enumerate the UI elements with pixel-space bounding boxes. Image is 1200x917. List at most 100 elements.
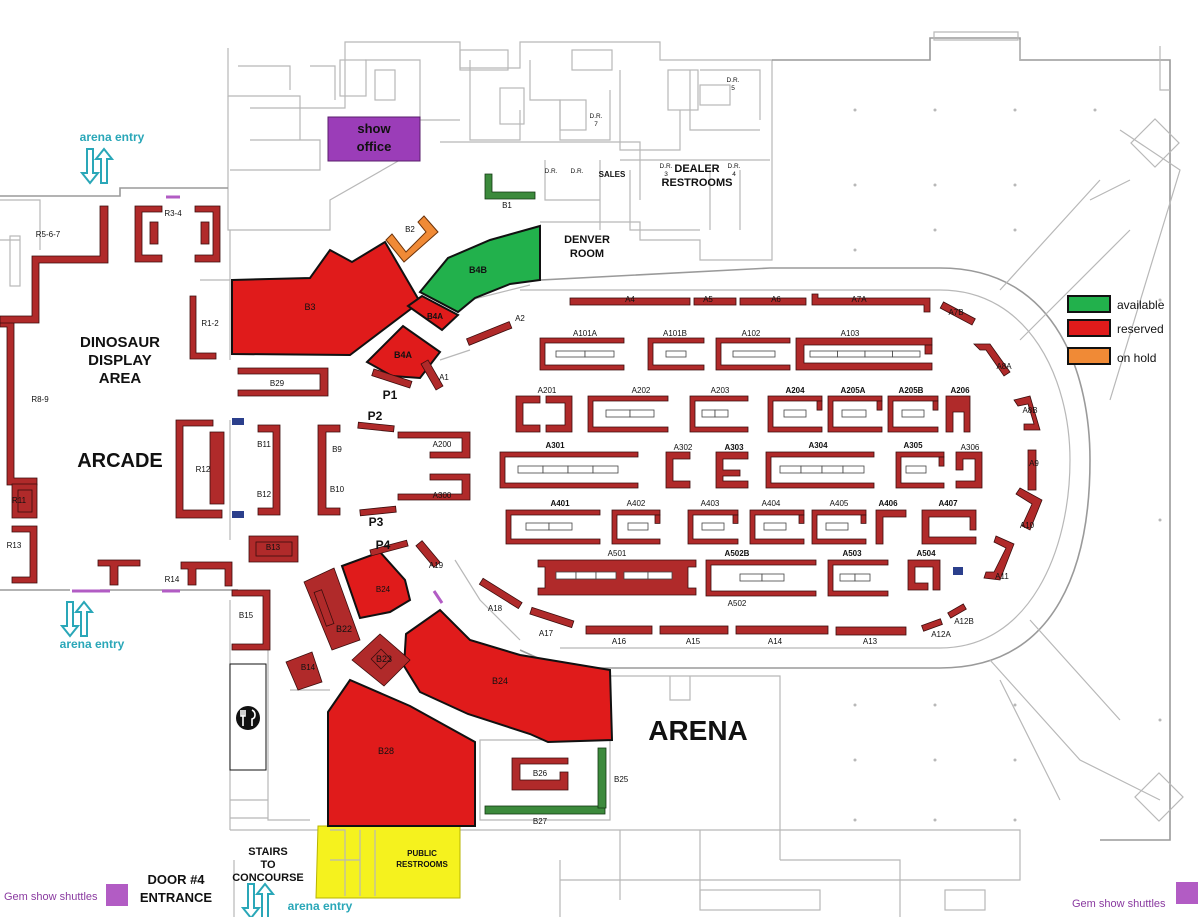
booth-p1[interactable] bbox=[371, 368, 413, 389]
booth-r13[interactable] bbox=[11, 525, 38, 584]
arena-entry-s[interactable]: arena entry bbox=[240, 882, 353, 917]
booth-a15[interactable] bbox=[659, 625, 729, 635]
booth-a8b[interactable] bbox=[1013, 395, 1041, 431]
booth-a304[interactable] bbox=[765, 451, 875, 489]
booth-a301[interactable] bbox=[499, 451, 639, 489]
display-table bbox=[854, 573, 871, 582]
booth-a306[interactable] bbox=[955, 451, 983, 489]
booth-b27[interactable] bbox=[484, 805, 606, 815]
booth-p2[interactable] bbox=[357, 421, 395, 433]
booth-r14b[interactable] bbox=[180, 561, 233, 587]
booth-b25[interactable] bbox=[597, 747, 607, 809]
booth-a10[interactable] bbox=[1015, 487, 1043, 531]
booth-a11[interactable] bbox=[983, 535, 1015, 581]
booth-a205a[interactable] bbox=[827, 395, 883, 433]
booth-a305[interactable] bbox=[895, 451, 945, 489]
booth-a303[interactable] bbox=[715, 451, 749, 489]
booth-r12-inner[interactable] bbox=[209, 431, 225, 505]
booth-r3[interactable] bbox=[134, 205, 163, 263]
booth-a205b[interactable] bbox=[887, 395, 939, 433]
booth-a201a[interactable] bbox=[515, 395, 541, 433]
booth-r5-6-7[interactable] bbox=[0, 205, 109, 324]
booth-a12a[interactable] bbox=[921, 618, 943, 632]
booth-a504[interactable] bbox=[907, 559, 941, 591]
gem-shuttle-left[interactable]: Gem show shuttles bbox=[4, 884, 128, 906]
booth-r11-inner[interactable] bbox=[17, 489, 33, 513]
gem-shuttle-right[interactable]: Gem show shuttles bbox=[1072, 882, 1198, 910]
booth-a6[interactable] bbox=[739, 297, 807, 306]
booth-a501[interactable] bbox=[537, 559, 697, 596]
booth-a5[interactable] bbox=[693, 297, 737, 306]
booth-b15[interactable] bbox=[231, 589, 271, 651]
booth-a206[interactable] bbox=[945, 395, 971, 433]
booth-b11-b12[interactable] bbox=[257, 424, 281, 516]
booth-a9[interactable] bbox=[1027, 449, 1037, 491]
booth-a200[interactable] bbox=[397, 431, 471, 459]
booth-a103[interactable] bbox=[795, 337, 933, 371]
booth-a407[interactable] bbox=[921, 509, 977, 545]
label-a12b: A12B bbox=[954, 617, 974, 626]
booth-p3[interactable] bbox=[359, 505, 397, 517]
arena-entry-w[interactable]: arena entry bbox=[60, 600, 125, 651]
dr-number-1: 7 bbox=[594, 121, 598, 128]
booth-a503[interactable] bbox=[827, 559, 889, 597]
booth-a13[interactable] bbox=[835, 626, 907, 636]
booth-b13-inner[interactable] bbox=[255, 541, 293, 557]
booth-a405[interactable] bbox=[811, 509, 867, 545]
show-office-room[interactable] bbox=[327, 116, 421, 162]
booth-a203[interactable] bbox=[689, 395, 749, 433]
booth-b26[interactable] bbox=[511, 757, 569, 791]
booth-r12[interactable] bbox=[175, 419, 223, 519]
booth-b28[interactable] bbox=[327, 678, 476, 827]
booth-a16[interactable] bbox=[585, 625, 653, 635]
label-a502: A502 bbox=[728, 599, 747, 608]
booth-a403[interactable] bbox=[687, 509, 739, 545]
booth-b3[interactable] bbox=[231, 240, 422, 357]
booth-b29[interactable] bbox=[237, 367, 329, 397]
booth-a101b[interactable] bbox=[647, 337, 705, 371]
booth-a404[interactable] bbox=[749, 509, 805, 545]
booth-a204[interactable] bbox=[767, 395, 823, 433]
booth-a302[interactable] bbox=[665, 451, 691, 489]
up-down-arrows-icon bbox=[240, 882, 276, 917]
booth-r14a[interactable] bbox=[97, 559, 141, 586]
booth-b14[interactable] bbox=[285, 651, 323, 691]
booth-a7a[interactable] bbox=[811, 293, 931, 313]
booth-a406[interactable] bbox=[875, 509, 907, 545]
booth-a401[interactable] bbox=[505, 509, 601, 545]
booth-a17[interactable] bbox=[529, 606, 575, 629]
booth-a8a[interactable] bbox=[973, 343, 1011, 377]
booth-r3-inner[interactable] bbox=[149, 221, 159, 245]
booth-a2[interactable] bbox=[466, 321, 513, 346]
booth-b24-large[interactable] bbox=[402, 608, 614, 744]
booth-r4[interactable] bbox=[194, 205, 221, 263]
booth-a102[interactable] bbox=[715, 337, 791, 371]
booth-a402[interactable] bbox=[611, 509, 661, 545]
arena-entry-nw[interactable]: arena entry bbox=[80, 130, 145, 185]
booth-b22[interactable] bbox=[303, 567, 361, 651]
booth-b1[interactable] bbox=[484, 173, 536, 200]
booth-a1[interactable] bbox=[420, 359, 444, 391]
booth-a202[interactable] bbox=[587, 395, 669, 433]
booth-a12b[interactable] bbox=[947, 603, 967, 619]
booth-b4b[interactable] bbox=[418, 224, 541, 314]
booth-a19[interactable] bbox=[415, 540, 441, 568]
booth-b9-b10[interactable] bbox=[317, 424, 341, 516]
booth-a201b[interactable] bbox=[545, 395, 573, 433]
booth-a14[interactable] bbox=[735, 625, 829, 635]
booth-a502[interactable] bbox=[705, 559, 817, 597]
booth-a103-stub[interactable] bbox=[924, 344, 933, 355]
booth-a7b[interactable] bbox=[939, 301, 976, 326]
booth-p4[interactable] bbox=[369, 539, 409, 557]
booth-b22-inner[interactable] bbox=[313, 589, 335, 627]
booth-b4a-upper[interactable] bbox=[406, 294, 460, 332]
booth-b2[interactable] bbox=[385, 215, 439, 263]
booth-r1-2[interactable] bbox=[189, 295, 217, 360]
booth-a101a[interactable] bbox=[539, 337, 625, 371]
booth-a18[interactable] bbox=[478, 577, 523, 610]
dr-label-4: D.R. bbox=[728, 163, 741, 170]
booth-a4[interactable] bbox=[569, 297, 691, 306]
booth-b23-inner[interactable] bbox=[370, 648, 392, 670]
booth-a300[interactable] bbox=[397, 473, 471, 501]
booth-r4-inner[interactable] bbox=[200, 221, 210, 245]
